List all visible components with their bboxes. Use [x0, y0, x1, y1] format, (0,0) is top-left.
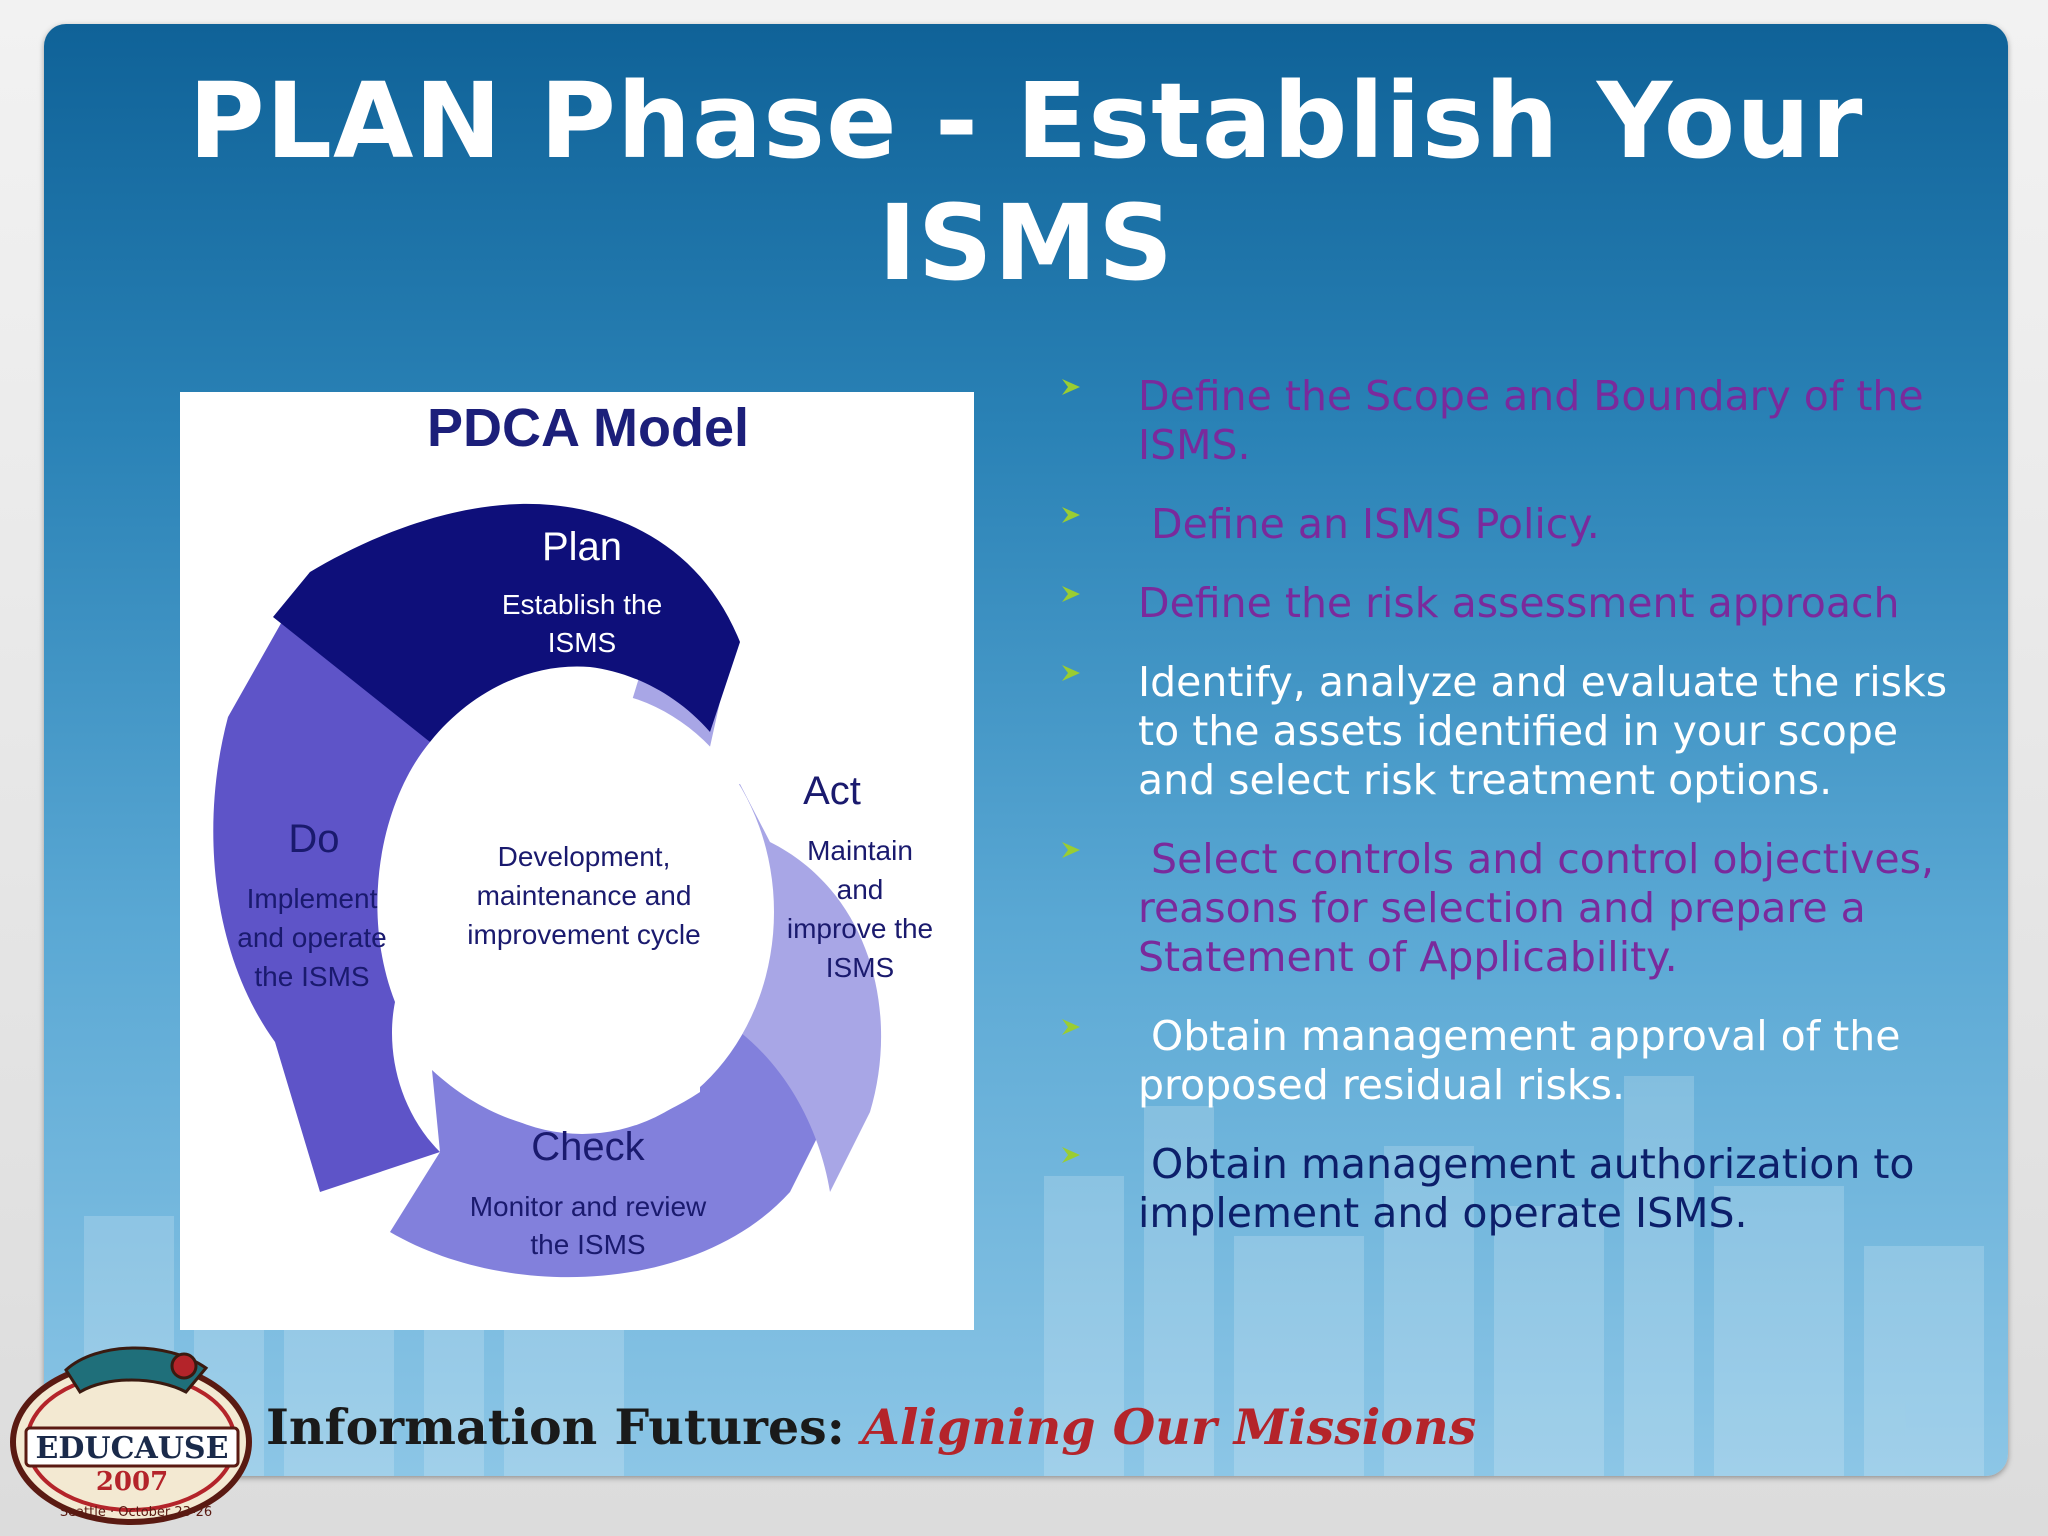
- bullet-list: Define the Scope and Boundary of the ISM…: [1060, 372, 1960, 1268]
- plan-desc-line-1: Establish the: [502, 589, 662, 620]
- title-line-1: PLAN Phase - Establish Your: [188, 60, 1864, 182]
- do-desc-line-2: and operate: [237, 922, 386, 953]
- center-line-3: improvement cycle: [467, 919, 700, 950]
- salmon-emblem-icon: [64, 1346, 209, 1395]
- arrowhead-bullet-icon: [1062, 507, 1080, 523]
- footer-banner: EDUCAUSE 2007 Seattle · October 23-26 In…: [0, 1330, 2048, 1536]
- bullet-item: Obtain management approval of the propos…: [1060, 1012, 1960, 1110]
- arrowhead-bullet-icon: [1062, 586, 1080, 602]
- arrowhead-bullet-icon: [1062, 1019, 1080, 1035]
- center-line-1: Development,: [498, 841, 671, 872]
- bullet-text: Define an ISMS Policy.: [1138, 500, 1600, 548]
- bullet-text: Select controls and control objectives, …: [1138, 835, 1961, 981]
- bullet-item: Define the risk assessment approach: [1060, 579, 1960, 628]
- do-desc-line-1: Implement: [247, 883, 378, 914]
- tagline-prefix: Information Futures:: [266, 1398, 862, 1456]
- arrowhead-bullet-icon: [1062, 1147, 1080, 1163]
- bullet-item: Define the Scope and Boundary of the ISM…: [1060, 372, 1960, 470]
- act-desc-line-2: and: [837, 874, 884, 905]
- logo-subtext: Seattle · October 23-26: [60, 1505, 212, 1520]
- bullet-text: Define the risk assessment approach: [1138, 579, 1900, 627]
- plan-desc-line-2: ISMS: [548, 627, 616, 658]
- pdca-cycle-graphic: PDCA Model Plan Establish the ISMS Act M…: [213, 398, 933, 1278]
- arrowhead-bullet-icon: [1062, 842, 1080, 858]
- bullet-item: Identify, analyze and evaluate the risks…: [1060, 658, 1960, 805]
- arrowhead-bullet-icon: [1062, 379, 1080, 395]
- act-desc-line-3: improve the: [787, 913, 933, 944]
- pdca-diagram: PDCA Model Plan Establish the ISMS Act M…: [180, 392, 974, 1330]
- logo-year: 2007: [96, 1467, 168, 1497]
- tagline-emphasis: Aligning Our Missions: [861, 1398, 1477, 1456]
- check-label: Check: [531, 1125, 645, 1169]
- title-line-2: ISMS: [878, 182, 1174, 304]
- slide-title: PLAN Phase - Establish Your ISMS: [44, 60, 2008, 304]
- check-desc-line-1: Monitor and review: [470, 1191, 707, 1222]
- footer-tagline: Information Futures: Aligning Our Missio…: [266, 1398, 1476, 1456]
- check-desc-line-2: the ISMS: [530, 1229, 645, 1260]
- bullet-text: Obtain management approval of the propos…: [1138, 1012, 1914, 1109]
- arrowhead-bullet-icon: [1062, 665, 1080, 681]
- cycle-center: [390, 690, 774, 1134]
- plan-segment: [273, 503, 740, 742]
- do-segment: [213, 572, 440, 1192]
- bullet-text: Define the Scope and Boundary of the ISM…: [1138, 372, 1937, 469]
- act-desc-line-1: Maintain: [807, 835, 913, 866]
- plan-label: Plan: [542, 525, 622, 569]
- act-desc-line-4: ISMS: [826, 952, 894, 983]
- center-line-2: maintenance and: [477, 880, 692, 911]
- logo-text: EDUCAUSE: [36, 1431, 229, 1466]
- do-desc-line-3: the ISMS: [254, 961, 369, 992]
- educause-2007-logo: EDUCAUSE 2007 Seattle · October 23-26: [10, 1346, 252, 1525]
- bullet-text: Obtain management authorization to imple…: [1138, 1140, 1928, 1237]
- do-label: Do: [288, 817, 339, 861]
- pdca-heading: PDCA Model: [427, 398, 749, 458]
- bullet-item: Select controls and control objectives, …: [1060, 835, 1960, 982]
- bullet-item: Obtain management authorization to imple…: [1060, 1140, 1960, 1238]
- act-label: Act: [803, 769, 861, 813]
- check-segment: [390, 1022, 870, 1278]
- bullet-item: Define an ISMS Policy.: [1060, 500, 1960, 549]
- bullet-text: Identify, analyze and evaluate the risks…: [1138, 658, 1961, 804]
